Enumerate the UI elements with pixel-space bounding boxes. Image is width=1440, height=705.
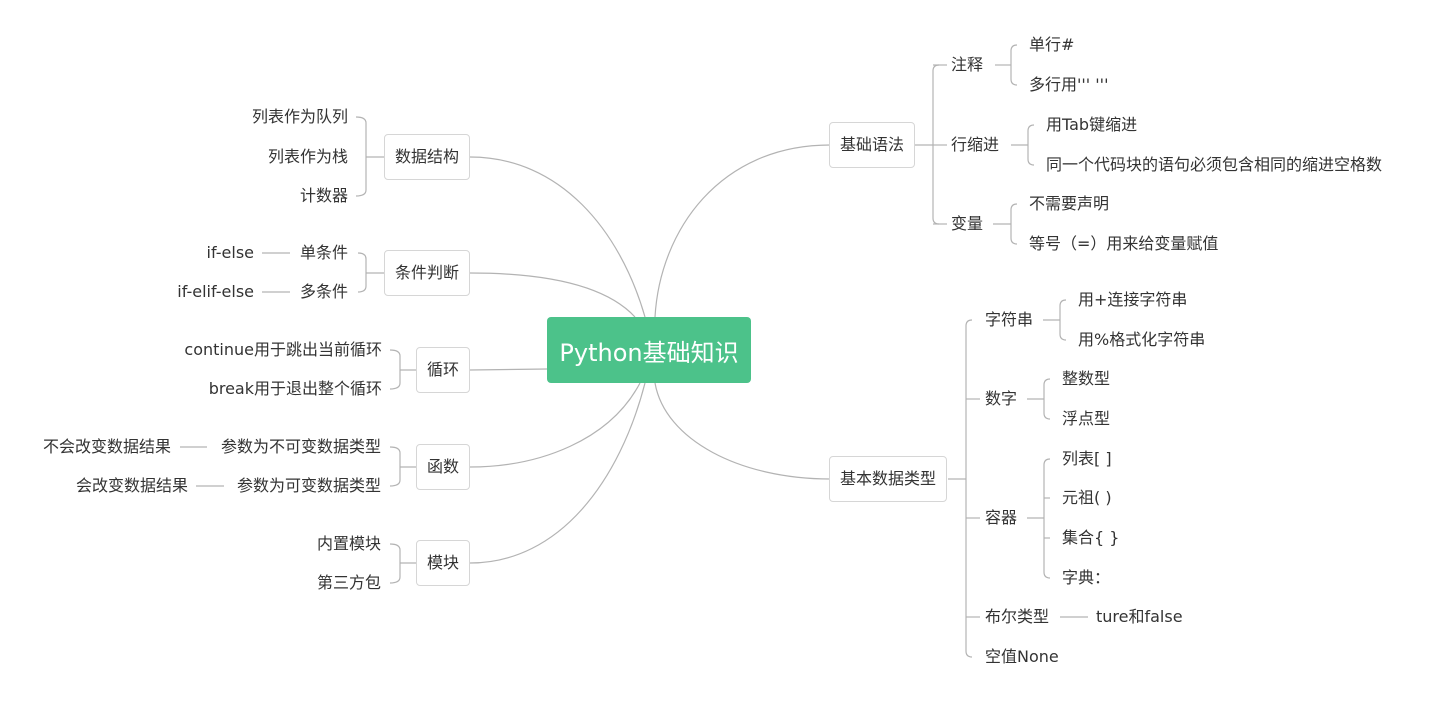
- leaf-dict[interactable]: 字典：: [1062, 568, 1111, 587]
- leaf-list-as-queue[interactable]: 列表作为队列: [251, 107, 348, 126]
- leaf-continue[interactable]: continue用于跳出当前循环: [184, 340, 382, 359]
- leaf-if-elif-else[interactable]: if-elif-else: [177, 282, 254, 301]
- leaf-float[interactable]: 浮点型: [1062, 409, 1111, 428]
- link-root-loops: [469, 368, 548, 371]
- subtopic-none[interactable]: 空值None: [985, 647, 1059, 666]
- leaf-counter[interactable]: 计数器: [299, 186, 348, 205]
- leaf-list[interactable]: 列表[ ]: [1062, 449, 1112, 468]
- subtopic-number[interactable]: 数字: [985, 389, 1018, 408]
- leaf-assignment[interactable]: 等号（=）用来给变量赋值: [1029, 234, 1219, 253]
- leaf-string-concat[interactable]: 用+连接字符串: [1078, 290, 1188, 309]
- link-root-data-structures: [469, 156, 646, 318]
- leaf-mutable-params[interactable]: 参数为可变数据类型: [236, 476, 381, 495]
- topic-basic-syntax[interactable]: 基础语法: [828, 122, 916, 168]
- link-root-data-types: [654, 382, 831, 480]
- leaf-single-condition[interactable]: 单条件: [299, 243, 348, 262]
- link-root-basic-syntax: [654, 144, 831, 318]
- topic-data-types[interactable]: 基本数据类型: [828, 456, 948, 502]
- leaf-list-as-stack[interactable]: 列表作为栈: [267, 147, 348, 166]
- leaf-tab-indent[interactable]: 用Tab键缩进: [1046, 115, 1138, 134]
- subtopic-comments[interactable]: 注释: [951, 55, 984, 74]
- topic-functions[interactable]: 函数: [415, 444, 471, 490]
- subtopic-container[interactable]: 容器: [985, 508, 1018, 527]
- topic-modules[interactable]: 模块: [415, 540, 471, 586]
- subtopic-string[interactable]: 字符串: [985, 310, 1034, 329]
- leaf-break[interactable]: break用于退出整个循环: [208, 379, 382, 398]
- leaf-multi-line-comment[interactable]: 多行用''' ''': [1029, 75, 1109, 94]
- leaf-immutable-params[interactable]: 参数为不可变数据类型: [220, 437, 381, 456]
- topic-loops[interactable]: 循环: [415, 347, 471, 393]
- connector-lines: [180, 44, 1088, 658]
- leaf-string-format[interactable]: 用%格式化字符串: [1078, 330, 1206, 349]
- topic-conditions[interactable]: 条件判断: [383, 250, 471, 296]
- link-root-modules: [469, 382, 646, 564]
- leaf-integer[interactable]: 整数型: [1062, 369, 1111, 388]
- link-root-conditions: [469, 272, 636, 318]
- leaf-true-false[interactable]: ture和false: [1096, 607, 1183, 626]
- leaf-third-party[interactable]: 第三方包: [316, 573, 381, 592]
- leaf-if-else[interactable]: if-else: [206, 243, 254, 262]
- leaf-multi-condition[interactable]: 多条件: [299, 282, 348, 301]
- leaf-no-declaration[interactable]: 不需要声明: [1029, 194, 1110, 213]
- subtopic-boolean[interactable]: 布尔类型: [985, 607, 1050, 626]
- leaf-change-result[interactable]: 会改变数据结果: [75, 476, 188, 495]
- root-node[interactable]: Python基础知识: [547, 317, 751, 383]
- leaf-builtin-modules[interactable]: 内置模块: [316, 534, 381, 553]
- leaf-no-change-result[interactable]: 不会改变数据结果: [42, 437, 171, 456]
- topic-data-structures[interactable]: 数据结构: [383, 134, 471, 180]
- subtopic-variables[interactable]: 变量: [951, 214, 984, 233]
- leaf-set[interactable]: 集合{ }: [1062, 528, 1120, 547]
- leaf-same-indent[interactable]: 同一个代码块的语句必须包含相同的缩进空格数: [1046, 155, 1383, 174]
- subtopic-indent[interactable]: 行缩进: [951, 135, 1000, 154]
- leaf-single-line-comment[interactable]: 单行#: [1029, 35, 1075, 54]
- leaf-tuple[interactable]: 元祖( ): [1062, 488, 1112, 507]
- link-root-functions: [469, 382, 641, 468]
